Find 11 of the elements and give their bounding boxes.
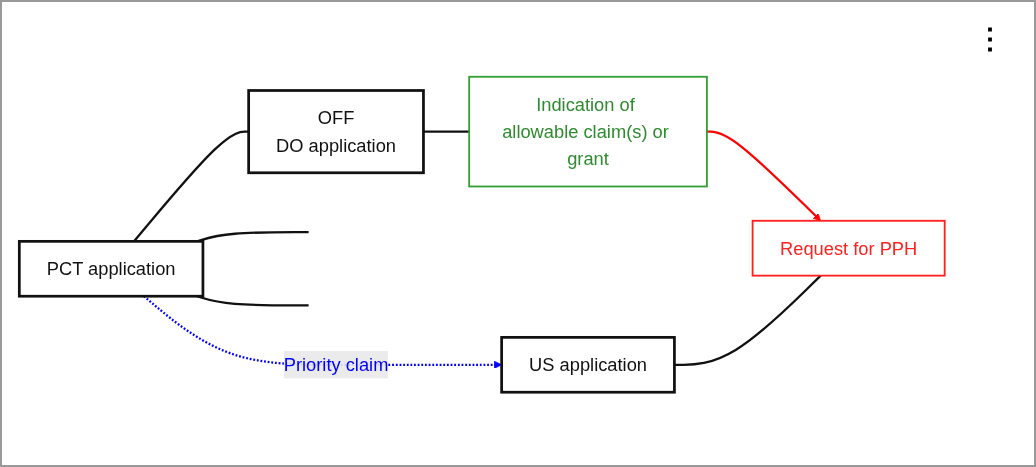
node-box: US application	[500, 336, 676, 394]
arrow	[706, 130, 822, 222]
connector	[674, 274, 822, 366]
node-box: PCT application	[17, 240, 205, 298]
node-box: OFF DO application	[247, 89, 425, 175]
connector	[423, 130, 470, 133]
ellipsis-label: ⋮	[976, 23, 1004, 54]
node-box: Request for PPH	[751, 219, 946, 277]
arrow	[143, 295, 502, 369]
edge-label: Priority claim	[283, 354, 389, 375]
node-box: Indication of allowable claim(s) or grant	[468, 75, 708, 188]
